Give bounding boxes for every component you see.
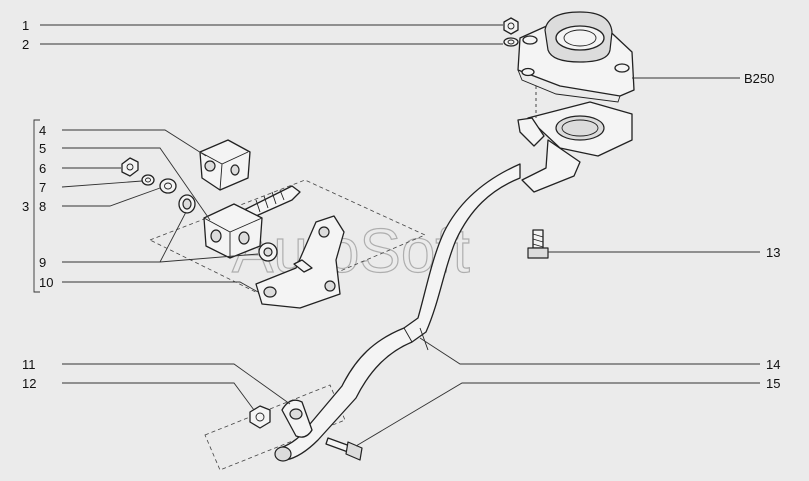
label-b250: B250 [744,71,774,86]
leader-lines [33,24,760,447]
label-4: 4 [39,123,46,138]
part-7-washer[interactable] [141,174,155,186]
part-13-bolt[interactable] [527,229,549,259]
label-10: 10 [39,275,53,290]
part-15-bolt[interactable] [325,437,363,461]
part-10-plate[interactable] [255,215,345,309]
part-6-nut[interactable] [121,157,139,177]
part-11-clip[interactable] [281,399,313,438]
label-2: 2 [22,37,29,52]
label-15: 15 [766,376,780,391]
label-5: 5 [39,141,46,156]
part-1-nut[interactable] [503,17,519,35]
part-12-nut[interactable] [249,405,271,429]
part-b250-bracket[interactable] [517,11,635,103]
label-6: 6 [39,161,46,176]
label-1: 1 [22,18,29,33]
label-13: 13 [766,245,780,260]
part-8-washer[interactable] [159,178,177,194]
part-4-block[interactable] [199,139,251,191]
label-11: 11 [22,357,36,372]
part-5-block-stud[interactable] [203,185,301,259]
part-14-lever[interactable] [274,101,633,462]
part-9-bushing[interactable] [178,194,278,262]
label-7: 7 [39,180,46,195]
label-9: 9 [39,255,46,270]
label-12: 12 [22,376,36,391]
callout-labels: 1 2 3 4 5 6 7 8 9 10 11 12 13 14 15 B250 [22,18,780,391]
label-14: 14 [766,357,780,372]
label-8: 8 [39,199,46,214]
label-3: 3 [22,199,29,214]
part-2-washer[interactable] [503,37,519,47]
